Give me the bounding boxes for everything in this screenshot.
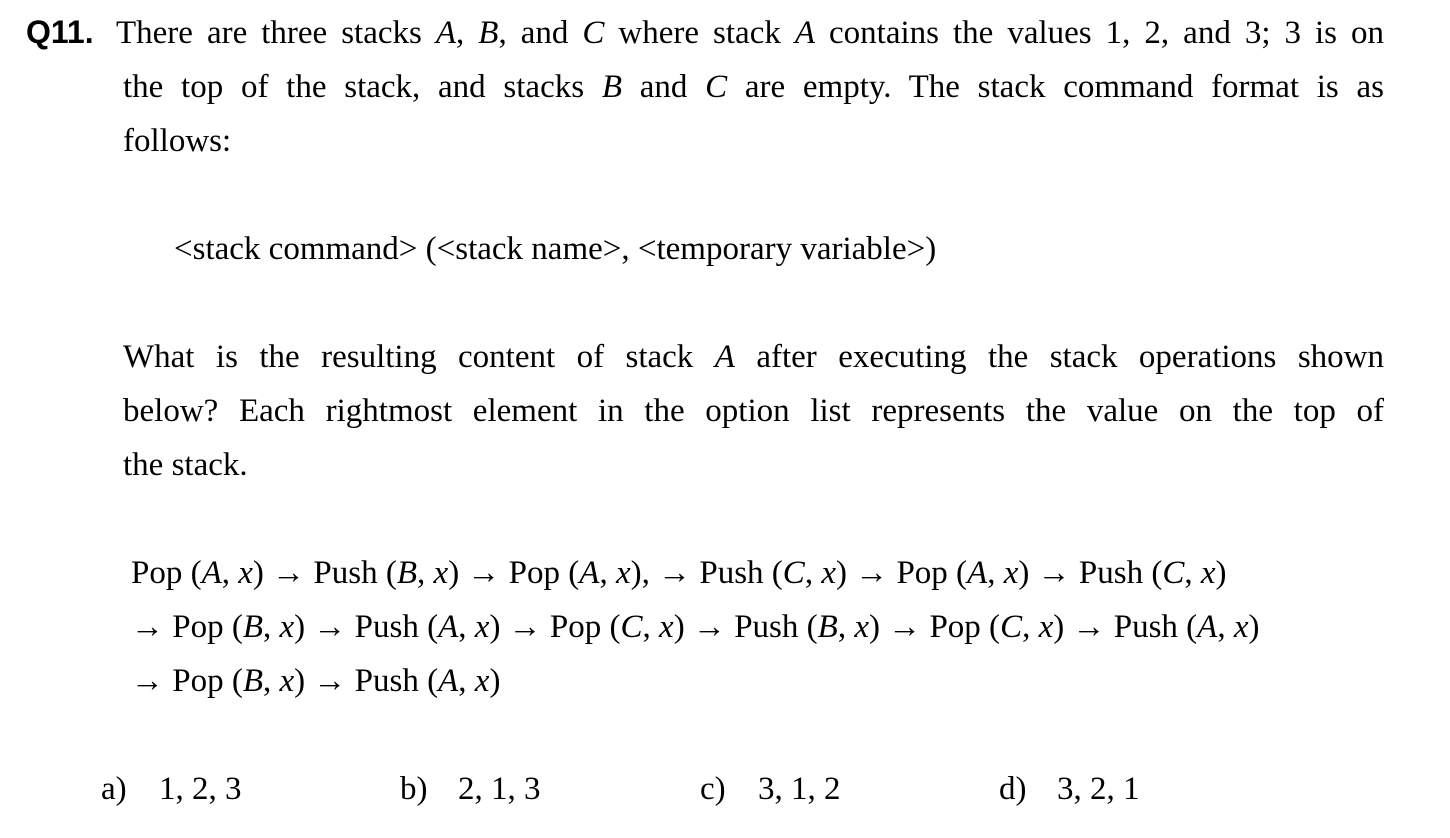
option-d[interactable]: d) 3, 2, 1 [999,773,1140,806]
option-a[interactable]: a) 1, 2, 3 [101,773,242,806]
option-text: 3, 2, 1 [1057,771,1140,807]
command-format: <stack command> (<stack name>, <temporar… [174,231,937,267]
prompt-line-1: What is the resulting content of stack A… [123,339,1385,375]
option-letter: a) [101,771,127,807]
option-letter: b) [400,771,428,807]
option-b[interactable]: b) 2, 1, 3 [400,773,541,806]
option-letter: c) [700,771,726,807]
operations-line-2: → Pop (B, x) → Push (A, x) → Pop (C, x) … [131,609,1260,645]
option-text: 1, 2, 3 [159,771,242,807]
question-number: Q11. [26,14,94,50]
operations-line-1: Pop (A, x) → Push (B, x) → Pop (A, x), →… [131,555,1227,591]
intro-line-3: follows: [123,123,232,159]
option-c[interactable]: c) 3, 1, 2 [700,773,841,806]
option-letter: d) [999,771,1027,807]
intro-line-1: There are three stacks A, B, and C where… [116,15,1385,51]
option-text: 3, 1, 2 [758,771,841,807]
prompt-line-3: the stack. [123,447,248,483]
intro-line-2: the top of the stack, and stacks B and C… [123,69,1385,105]
prompt-line-2: below? Each rightmost element in the opt… [123,393,1384,429]
option-text: 2, 1, 3 [458,771,541,807]
operations-line-3: → Pop (B, x) → Push (A, x) [131,663,501,699]
